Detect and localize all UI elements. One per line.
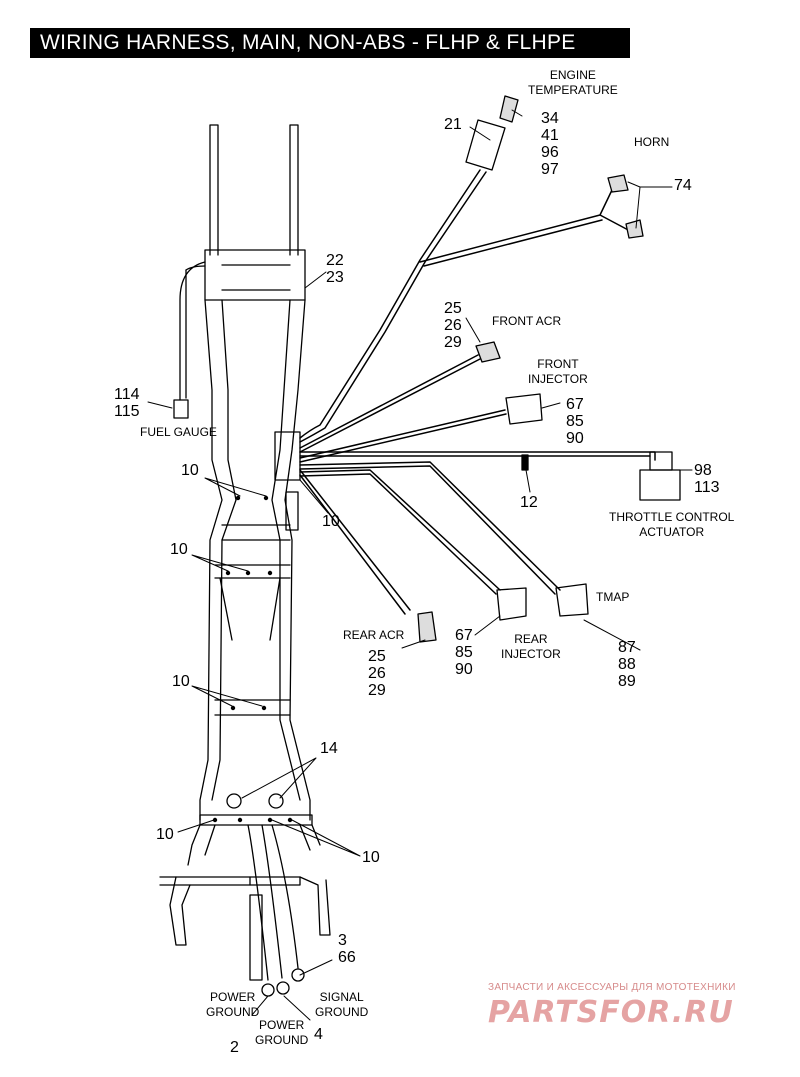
clip-10-callout-junction: 10 [322,513,340,530]
connectors [173,95,681,643]
clip-10-callout-lower: 10 [172,673,190,690]
front-acr-label: FRONT ACR [492,314,562,328]
tmap-label: TMAP [596,590,630,604]
power-ground-left-callout: 2 [230,1039,239,1056]
rear-acr-label: REAR ACR [343,628,405,642]
title-bar: WIRING HARNESS, MAIN, NON-ABS - FLHP & F… [30,28,630,58]
harness-branches [274,169,656,615]
motorcycle-frame [159,124,331,997]
horn-callout: 74 [674,177,692,194]
fuel-gauge-label: FUEL GAUGE [140,425,217,439]
part-12-callout: 12 [520,494,538,511]
watermark-brand: PARTSFOR.RU [488,995,734,1030]
power-ground-right-callout: 4 [314,1026,323,1043]
watermark: ЗАПЧАСТИ И АКСЕССУАРЫ ДЛЯ МОТОТЕХНИКИ PA… [488,982,788,1030]
leader-lines [147,109,693,1021]
part-14-callout: 14 [320,740,338,757]
clip-10-callout-bottom-right: 10 [362,849,380,866]
part-21-callout: 21 [444,116,462,133]
watermark-tagline: ЗАПЧАСТИ И АКСЕССУАРЫ ДЛЯ МОТОТЕХНИКИ [488,982,736,993]
clip-10-callout-upper: 10 [181,462,199,479]
diagram-title: WIRING HARNESS, MAIN, NON-ABS - FLHP & F… [40,31,576,54]
clip-10-callout-middle: 10 [170,541,188,558]
clip-10-callout-bottom-left: 10 [156,826,174,843]
horn-label: HORN [634,135,670,149]
